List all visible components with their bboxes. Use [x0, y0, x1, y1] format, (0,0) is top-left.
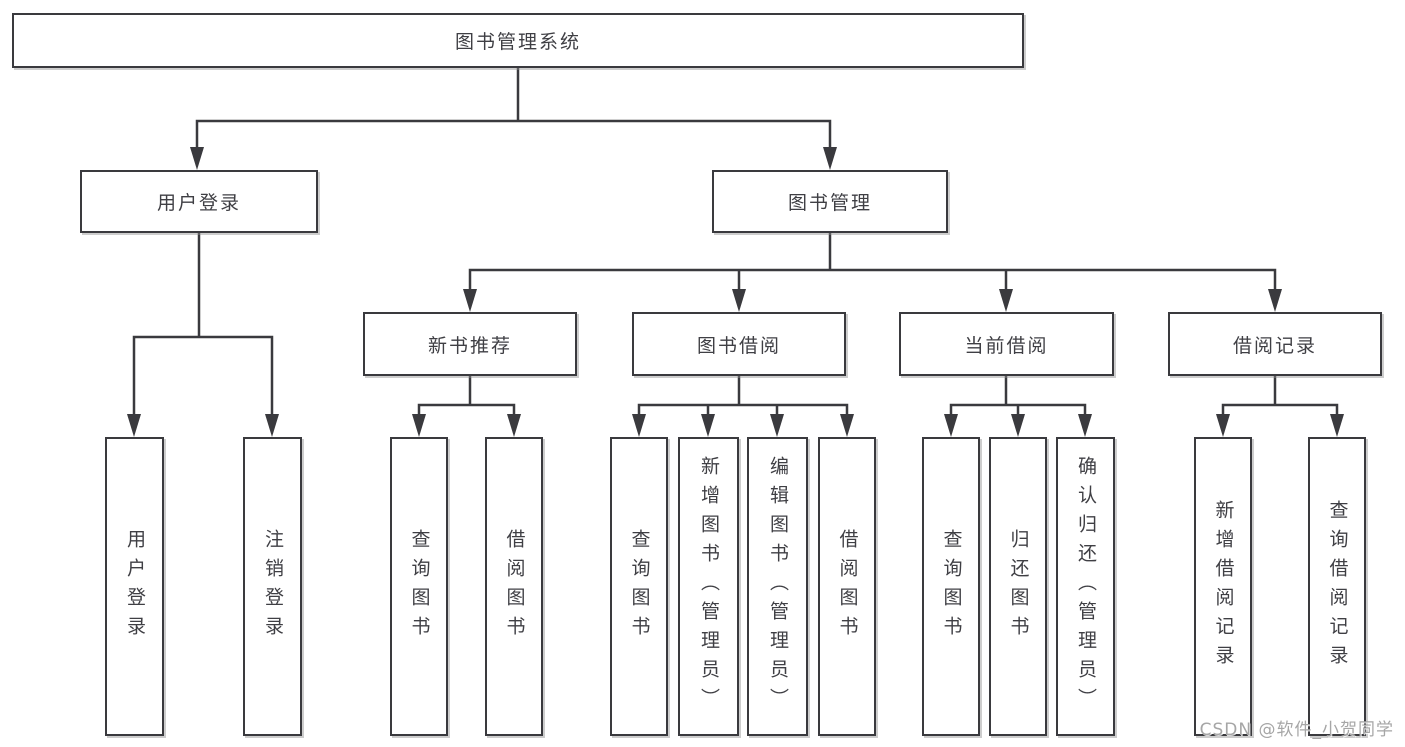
node-label: 当前借阅	[964, 334, 1049, 357]
node-library-management-system: 图书管理系统	[12, 13, 1024, 68]
node-label: 图书管理系统	[454, 31, 581, 53]
node-label: 用户登录	[156, 192, 241, 214]
node-add-borrow-record: 新增借阅记录	[1194, 437, 1252, 736]
node-new-book-recommend: 新书推荐	[363, 312, 577, 376]
node-label: 用户登录	[124, 528, 146, 645]
node-borrow-records: 借阅记录	[1168, 312, 1382, 376]
node-label: 确认归还（管理员）	[1075, 456, 1097, 717]
node-label: 编辑图书（管理员）	[767, 456, 789, 717]
node-book-borrow: 图书借阅	[632, 312, 846, 376]
arrowhead-icons	[127, 147, 1344, 437]
node-label: 查询借阅记录	[1326, 499, 1349, 674]
node-return-books: 归还图书	[989, 437, 1047, 736]
node-label: 查询图书	[628, 528, 651, 645]
node-query-books-current: 查询图书	[922, 437, 980, 736]
node-query-borrow-record: 查询借阅记录	[1308, 437, 1366, 736]
node-logout-login: 注销登录	[243, 437, 302, 736]
node-user-login: 用户登录	[80, 170, 318, 233]
node-label: 借阅记录	[1232, 334, 1317, 357]
node-label: 查询图书	[408, 528, 431, 645]
node-edit-book-admin: 编辑图书（管理员）	[747, 437, 808, 736]
node-query-books-borrow: 查询图书	[610, 437, 668, 736]
node-borrow-books-recommend: 借阅图书	[485, 437, 543, 736]
node-current-borrow: 当前借阅	[899, 312, 1114, 376]
node-add-book-admin: 新增图书（管理员）	[678, 437, 739, 736]
node-label: 注销登录	[262, 528, 284, 645]
node-label: 归还图书	[1007, 528, 1030, 645]
node-label: 新书推荐	[427, 334, 512, 357]
node-label: 新增图书（管理员）	[698, 456, 720, 717]
node-label: 图书管理	[787, 192, 872, 214]
node-label: 查询图书	[940, 528, 963, 645]
node-book-management: 图书管理	[712, 170, 948, 233]
node-user-login-leaf: 用户登录	[105, 437, 164, 736]
node-query-books-recommend: 查询图书	[390, 437, 448, 736]
node-label: 图书借阅	[696, 334, 781, 357]
node-label: 借阅图书	[503, 528, 526, 645]
node-label: 新增借阅记录	[1212, 499, 1235, 674]
node-confirm-return-admin: 确认归还（管理员）	[1056, 437, 1115, 736]
node-borrow-books-leaf: 借阅图书	[818, 437, 876, 736]
node-label: 借阅图书	[836, 528, 859, 645]
watermark: CSDN @软件_小贺同学	[1199, 720, 1394, 740]
